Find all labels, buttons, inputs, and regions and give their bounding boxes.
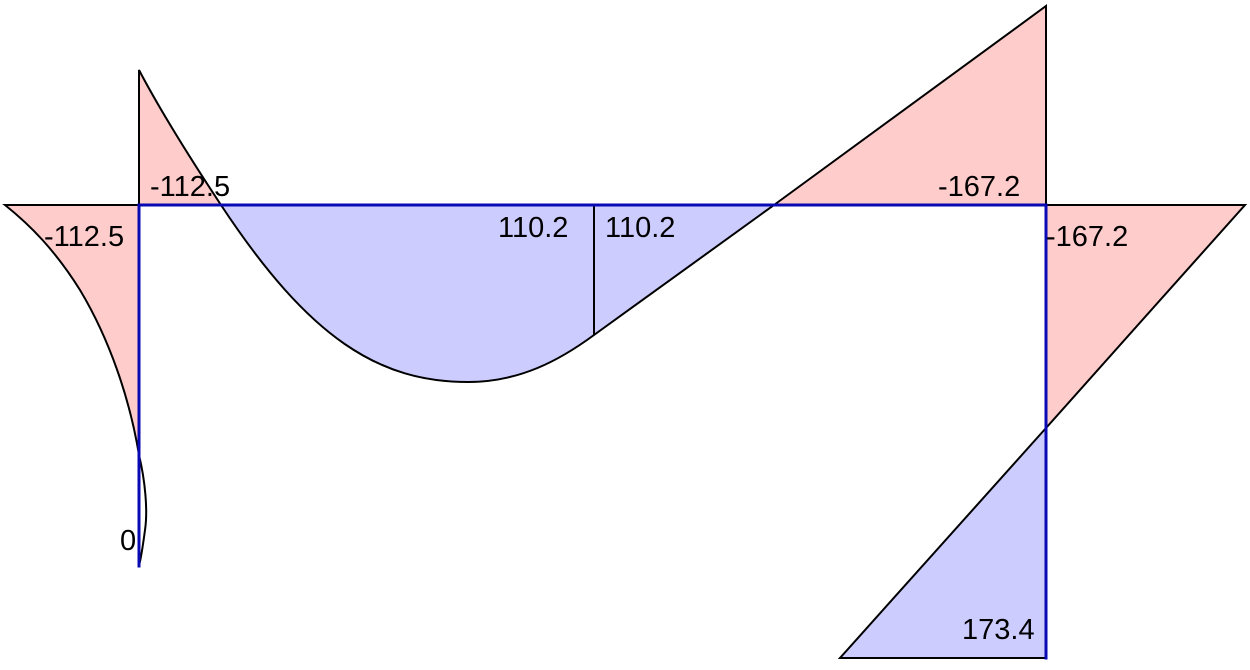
label-right-column-bottom: 173.4: [962, 614, 1035, 646]
label-beam-mid-left: 110.2: [498, 212, 568, 244]
label-right-column-top: -167.2: [1046, 221, 1128, 253]
beam-positive-region: [219, 204, 778, 384]
left-column-negative-region: [2, 204, 140, 456]
frame-members: [137, 203, 1048, 660]
label-left-column-bottom: 0: [120, 525, 136, 557]
label-left-column-top: -112.5: [44, 221, 124, 253]
label-beam-mid-right: 110.2: [605, 212, 675, 244]
left-column-lower-curve: [138, 454, 148, 567]
label-beam-left-end: -112.5: [150, 171, 230, 203]
label-beam-right-end: -167.2: [938, 171, 1020, 203]
beam-left-negative-region: [138, 69, 223, 206]
